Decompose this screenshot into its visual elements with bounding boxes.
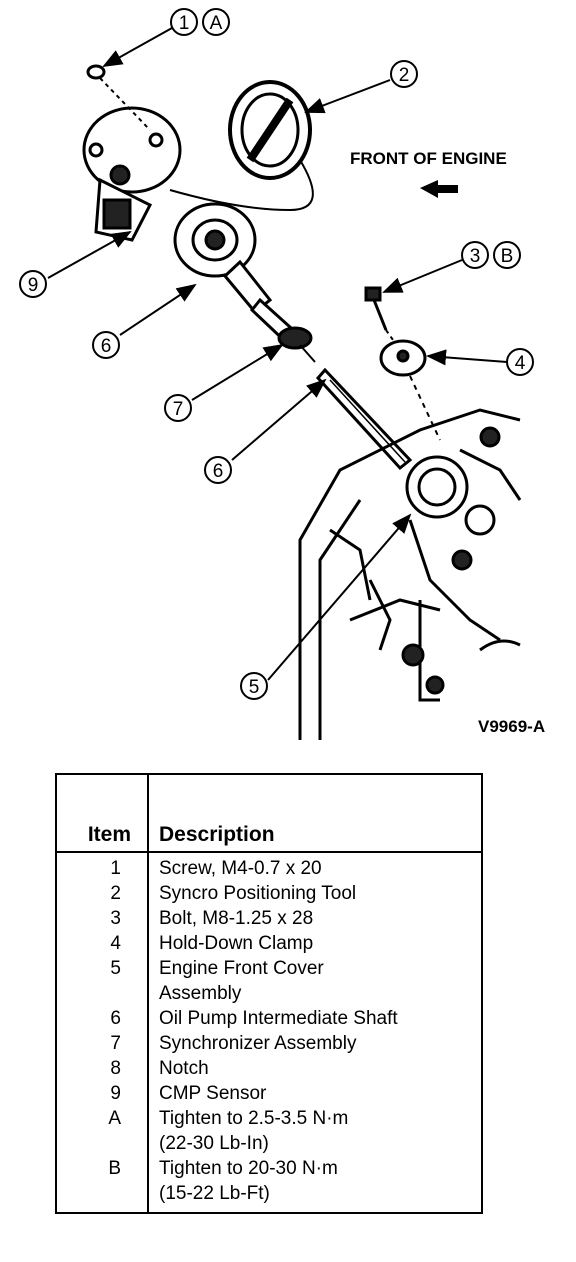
description-line: Notch bbox=[159, 1058, 209, 1079]
figure-id: V9969-A bbox=[478, 717, 545, 736]
table-row: A Tighten to 2.5-3.5 N·m (22-30 Lb-In) bbox=[56, 1106, 482, 1156]
exploded-parts-diagram: FRONT OF ENGINE bbox=[19, 8, 545, 740]
table-row: 9 CMP Sensor bbox=[56, 1081, 482, 1106]
table-row: 4 Hold-Down Clamp bbox=[56, 931, 482, 956]
table-header-row: Item Description bbox=[56, 774, 482, 853]
table-row: B Tighten to 20-30 N·m (15-22 Lb-Ft) bbox=[56, 1156, 482, 1213]
table-row: 6 Oil Pump Intermediate Shaft bbox=[56, 1006, 482, 1031]
svg-text:6: 6 bbox=[213, 461, 224, 482]
item-cell: 4 bbox=[56, 931, 149, 956]
table-row: 8 Notch bbox=[56, 1056, 482, 1081]
leader-lines bbox=[47, 27, 508, 681]
svg-text:2: 2 bbox=[399, 65, 410, 86]
engine-front-cover bbox=[298, 408, 522, 740]
callout-1: 1 A bbox=[170, 8, 230, 36]
synchronizer-assembly bbox=[173, 202, 316, 363]
description-line: Tighten to 20-30 N·m bbox=[159, 1158, 338, 1179]
description-cell: Oil Pump Intermediate Shaft bbox=[148, 1006, 482, 1031]
table-row: 1 Screw, M4-0.7 x 20 bbox=[56, 852, 482, 881]
callout-7: 7 bbox=[164, 394, 192, 422]
item-cell: A bbox=[56, 1106, 149, 1156]
item-cell: 5 bbox=[56, 956, 149, 1006]
item-cell: 1 bbox=[56, 852, 149, 881]
svg-text:3: 3 bbox=[470, 246, 481, 267]
screw-1 bbox=[86, 64, 151, 131]
syncro-positioning-tool bbox=[169, 80, 314, 212]
description-line: Assembly bbox=[159, 983, 242, 1004]
cmp-sensor-housing bbox=[82, 106, 182, 242]
item-cell: 9 bbox=[56, 1081, 149, 1106]
description-cell: Tighten to 20-30 N·m (15-22 Lb-Ft) bbox=[148, 1156, 482, 1213]
table-row: 7 Synchronizer Assembly bbox=[56, 1031, 482, 1056]
description-cell: Screw, M4-0.7 x 20 bbox=[148, 852, 482, 881]
description-column-header: Description bbox=[148, 774, 482, 853]
description-cell: Hold-Down Clamp bbox=[148, 931, 482, 956]
item-column-header: Item bbox=[56, 774, 149, 853]
svg-text:7: 7 bbox=[173, 399, 184, 420]
callout-2: 2 bbox=[390, 60, 418, 88]
table-row: 3 Bolt, M8-1.25 x 28 bbox=[56, 906, 482, 931]
description-line: Engine Front Cover bbox=[159, 958, 324, 979]
hold-down-clamp bbox=[379, 339, 441, 441]
description-cell: Notch bbox=[148, 1056, 482, 1081]
item-cell: 7 bbox=[56, 1031, 149, 1056]
svg-text:9: 9 bbox=[28, 275, 39, 296]
svg-text:4: 4 bbox=[515, 353, 526, 374]
table-row: 2 Syncro Positioning Tool bbox=[56, 881, 482, 906]
svg-text:1: 1 bbox=[179, 13, 190, 34]
description-line: Synchronizer Assembly bbox=[159, 1033, 357, 1054]
svg-text:A: A bbox=[210, 13, 223, 34]
item-cell: B bbox=[56, 1156, 149, 1213]
description-line: Syncro Positioning Tool bbox=[159, 883, 357, 904]
item-cell: 8 bbox=[56, 1056, 149, 1081]
oil-pump-intermediate-shaft bbox=[315, 367, 413, 471]
description-line: Screw, M4-0.7 x 20 bbox=[159, 858, 322, 879]
front-of-engine-label: FRONT OF ENGINE bbox=[350, 149, 507, 168]
description-cell: Syncro Positioning Tool bbox=[148, 881, 482, 906]
description-cell: Synchronizer Assembly bbox=[148, 1031, 482, 1056]
item-cell: 6 bbox=[56, 1006, 149, 1031]
description-line: Oil Pump Intermediate Shaft bbox=[159, 1008, 398, 1029]
front-arrow-icon bbox=[420, 180, 458, 198]
item-cell: 2 bbox=[56, 881, 149, 906]
svg-text:B: B bbox=[501, 246, 514, 267]
callout-5: 5 bbox=[240, 672, 268, 700]
description-cell: CMP Sensor bbox=[148, 1081, 482, 1106]
legend-body: 1 Screw, M4-0.7 x 20 2 Syncro Positioning T… bbox=[56, 852, 482, 1213]
description-cell: Tighten to 2.5-3.5 N·m (22-30 Lb-In) bbox=[148, 1106, 482, 1156]
callout-3: 3 B bbox=[461, 241, 521, 269]
callout-6-upper: 6 bbox=[92, 331, 120, 359]
description-line: Bolt, M8-1.25 x 28 bbox=[159, 908, 314, 929]
description-line: Hold-Down Clamp bbox=[159, 933, 314, 954]
callout-9: 9 bbox=[19, 270, 47, 298]
svg-text:5: 5 bbox=[249, 677, 260, 698]
description-cell: Bolt, M8-1.25 x 28 bbox=[148, 906, 482, 931]
svg-text:6: 6 bbox=[101, 336, 112, 357]
description-line: (22-30 Lb-In) bbox=[159, 1133, 269, 1154]
item-cell: 3 bbox=[56, 906, 149, 931]
description-line: (15-22 Lb-Ft) bbox=[159, 1183, 270, 1204]
description-line: Tighten to 2.5-3.5 N·m bbox=[159, 1108, 349, 1129]
callout-4: 4 bbox=[506, 348, 534, 376]
description-line: CMP Sensor bbox=[159, 1083, 267, 1104]
callout-6-lower: 6 bbox=[204, 456, 232, 484]
bolt-3 bbox=[364, 286, 401, 351]
